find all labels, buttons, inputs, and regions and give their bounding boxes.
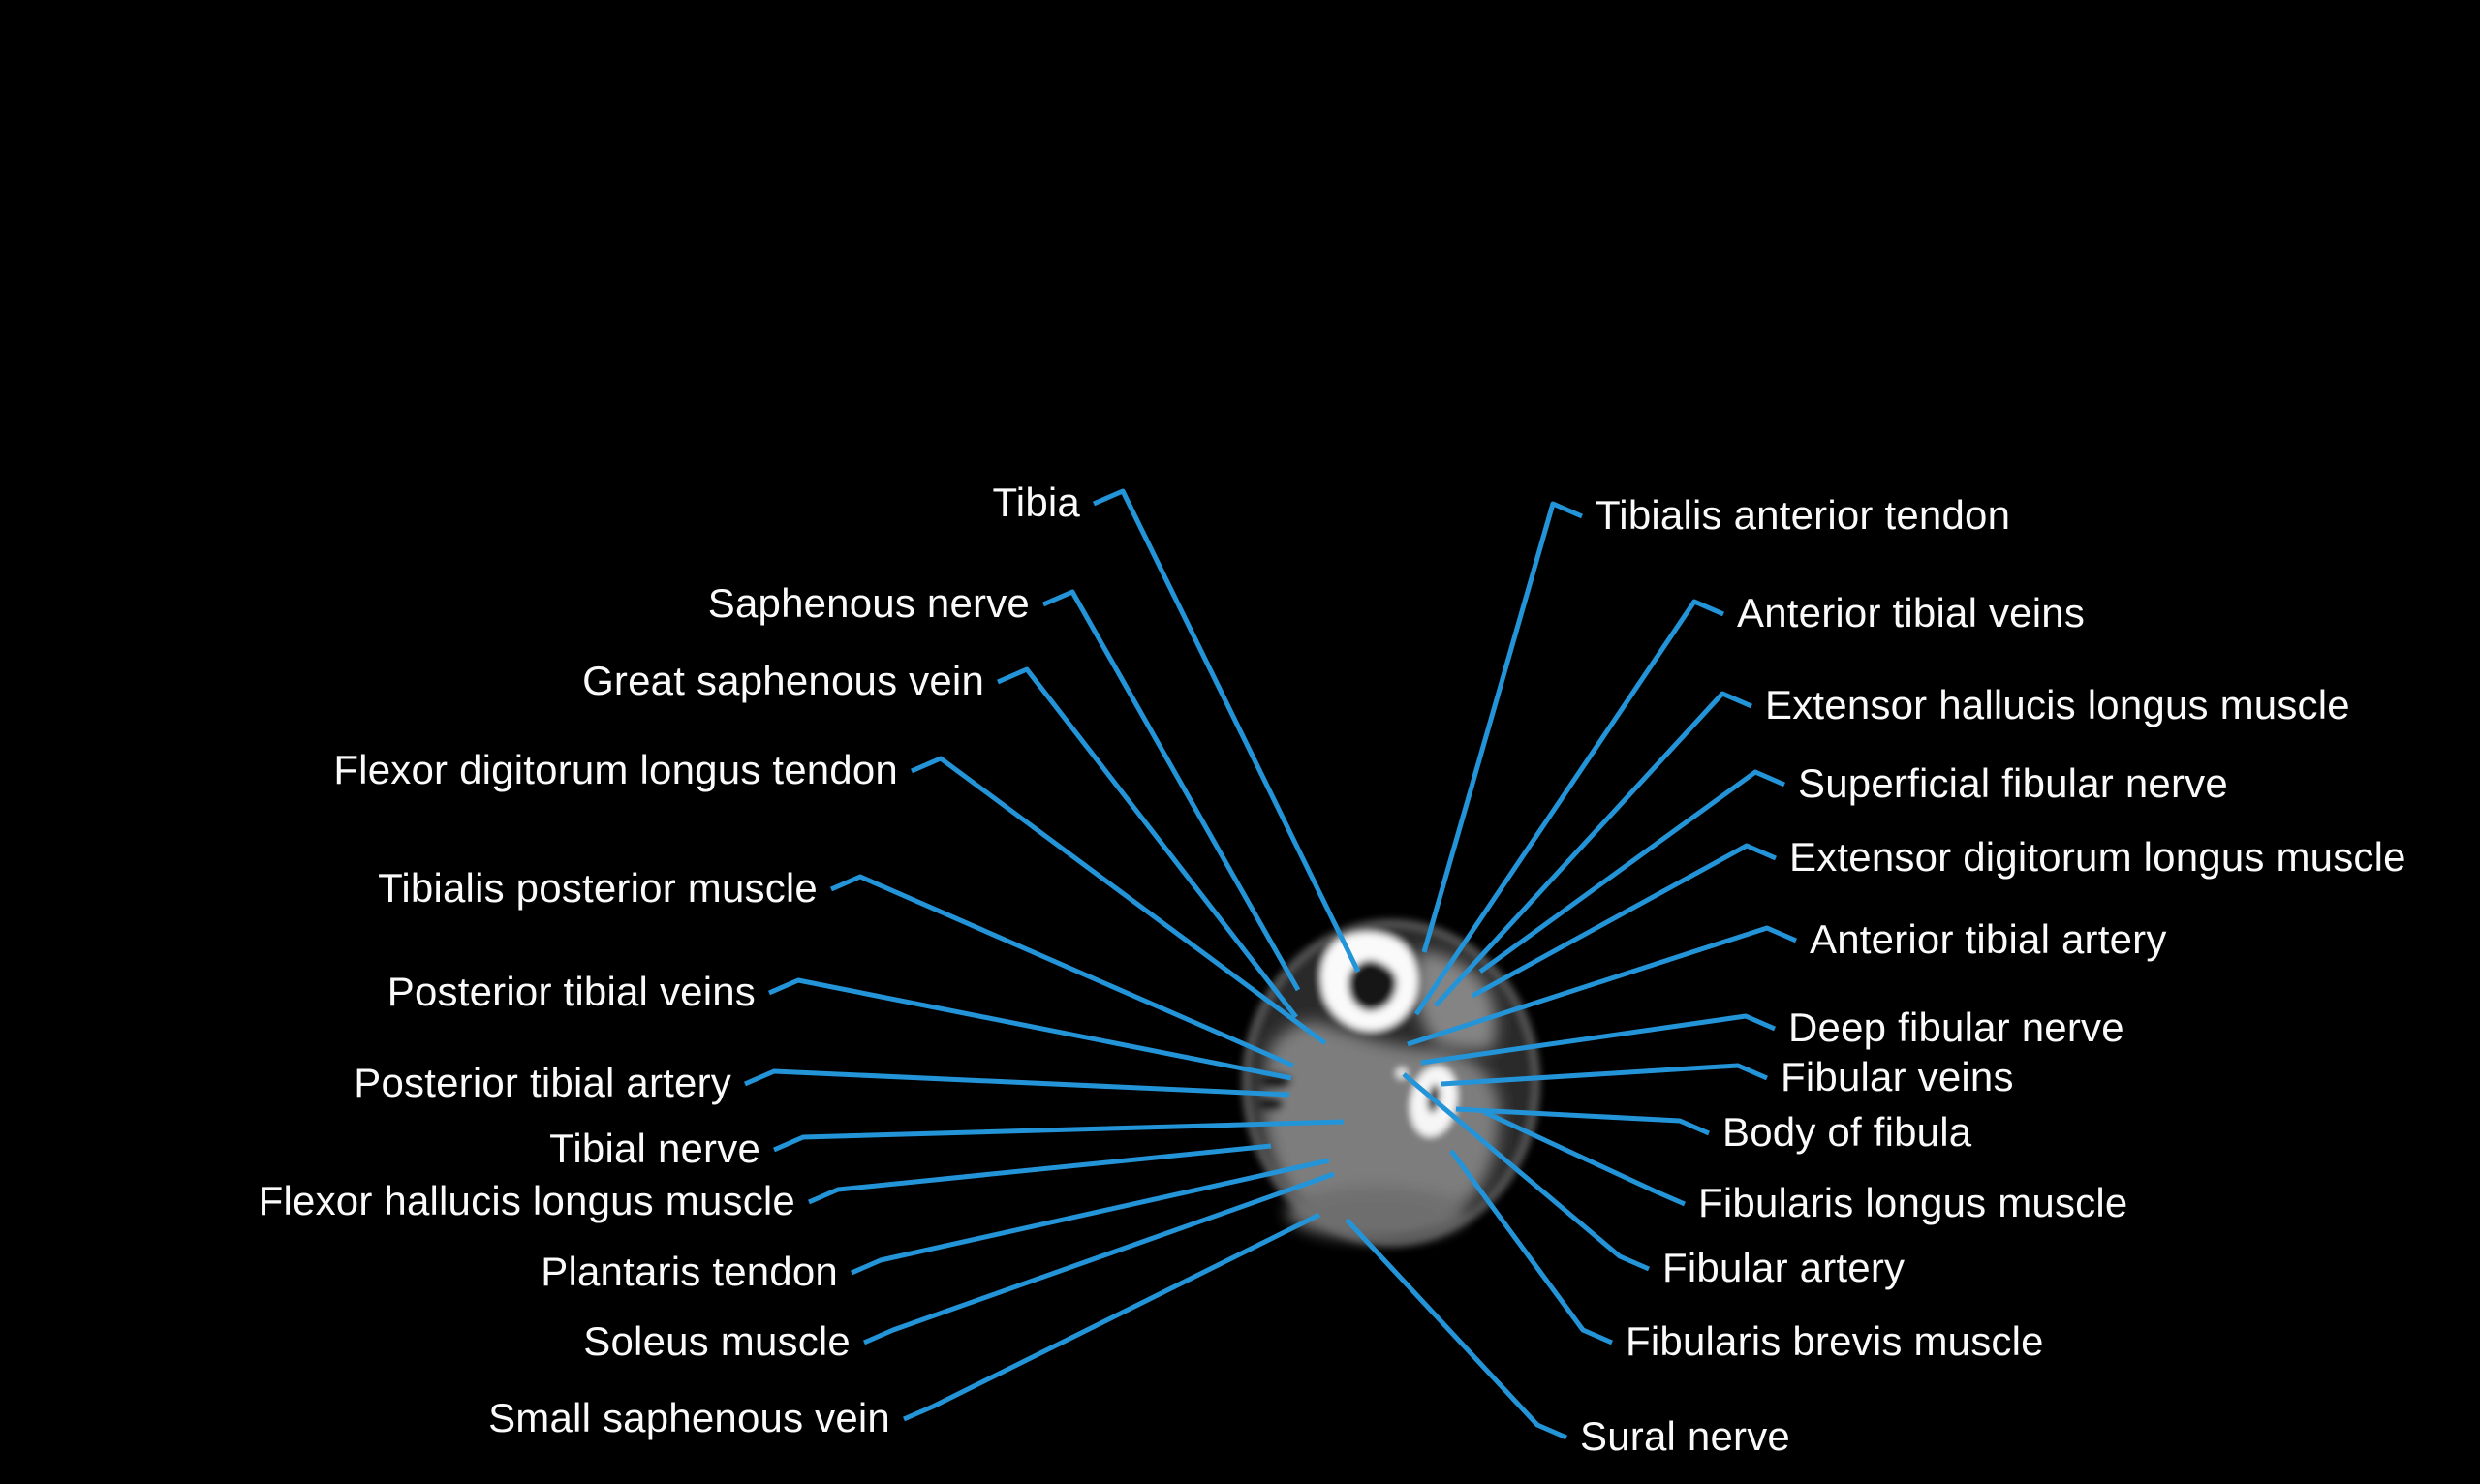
- leader-line-sural-nerve: [1345, 1218, 1567, 1440]
- leader-line-soleus-muscle: [863, 1171, 1335, 1345]
- posterior-tibial-vessels-spot-lower: [1258, 1098, 1284, 1111]
- leader-line-fibularis-longus-muscle: [1482, 1109, 1686, 1207]
- leader-line-extensor-hallucis-longus-muscle: [1434, 691, 1752, 1007]
- leader-line-great-saphenous-vein: [997, 666, 1298, 1019]
- leader-line-extensor-digitorum-longus-muscle: [1471, 843, 1777, 999]
- leader-line-fibularis-brevis-muscle: [1448, 1149, 1613, 1345]
- soleus-region: [1286, 1187, 1465, 1239]
- leader-line-anterior-tibial-artery: [1407, 925, 1797, 1047]
- leader-line-tibialis-posterior-muscle: [830, 874, 1294, 1068]
- leader-line-fibular-artery: [1402, 1072, 1650, 1272]
- leader-line-deep-fibular-nerve: [1420, 1013, 1776, 1066]
- leader-line-flexor-digitorum-longus-tendon: [911, 756, 1327, 1046]
- leader-line-tibialis-anterior-tendon: [1421, 501, 1583, 953]
- leader-line-posterior-tibial-veins: [768, 977, 1292, 1081]
- leader-line-body-of-fibula: [1455, 1106, 1710, 1136]
- leader-line-superficial-fibular-nerve: [1478, 769, 1785, 974]
- leader-line-anterior-tibial-veins: [1413, 599, 1724, 1016]
- leader-line-small-saphenous-vein: [903, 1212, 1321, 1422]
- leader-line-plantaris-tendon: [851, 1158, 1330, 1276]
- leader-line-tibia: [1093, 488, 1361, 974]
- leader-line-posterior-tibial-artery: [744, 1068, 1290, 1098]
- leader-line-fibular-veins: [1441, 1063, 1768, 1087]
- leader-line-tibial-nerve: [773, 1119, 1345, 1153]
- leader-line-saphenous-nerve: [1042, 589, 1301, 992]
- tibia-medullary-cavity: [1348, 960, 1397, 1011]
- leader-lines-group: [744, 488, 1797, 1440]
- leader-line-flexor-hallucis-longus-muscle: [808, 1143, 1272, 1205]
- anterior-muscle-compartment: [1415, 951, 1497, 1050]
